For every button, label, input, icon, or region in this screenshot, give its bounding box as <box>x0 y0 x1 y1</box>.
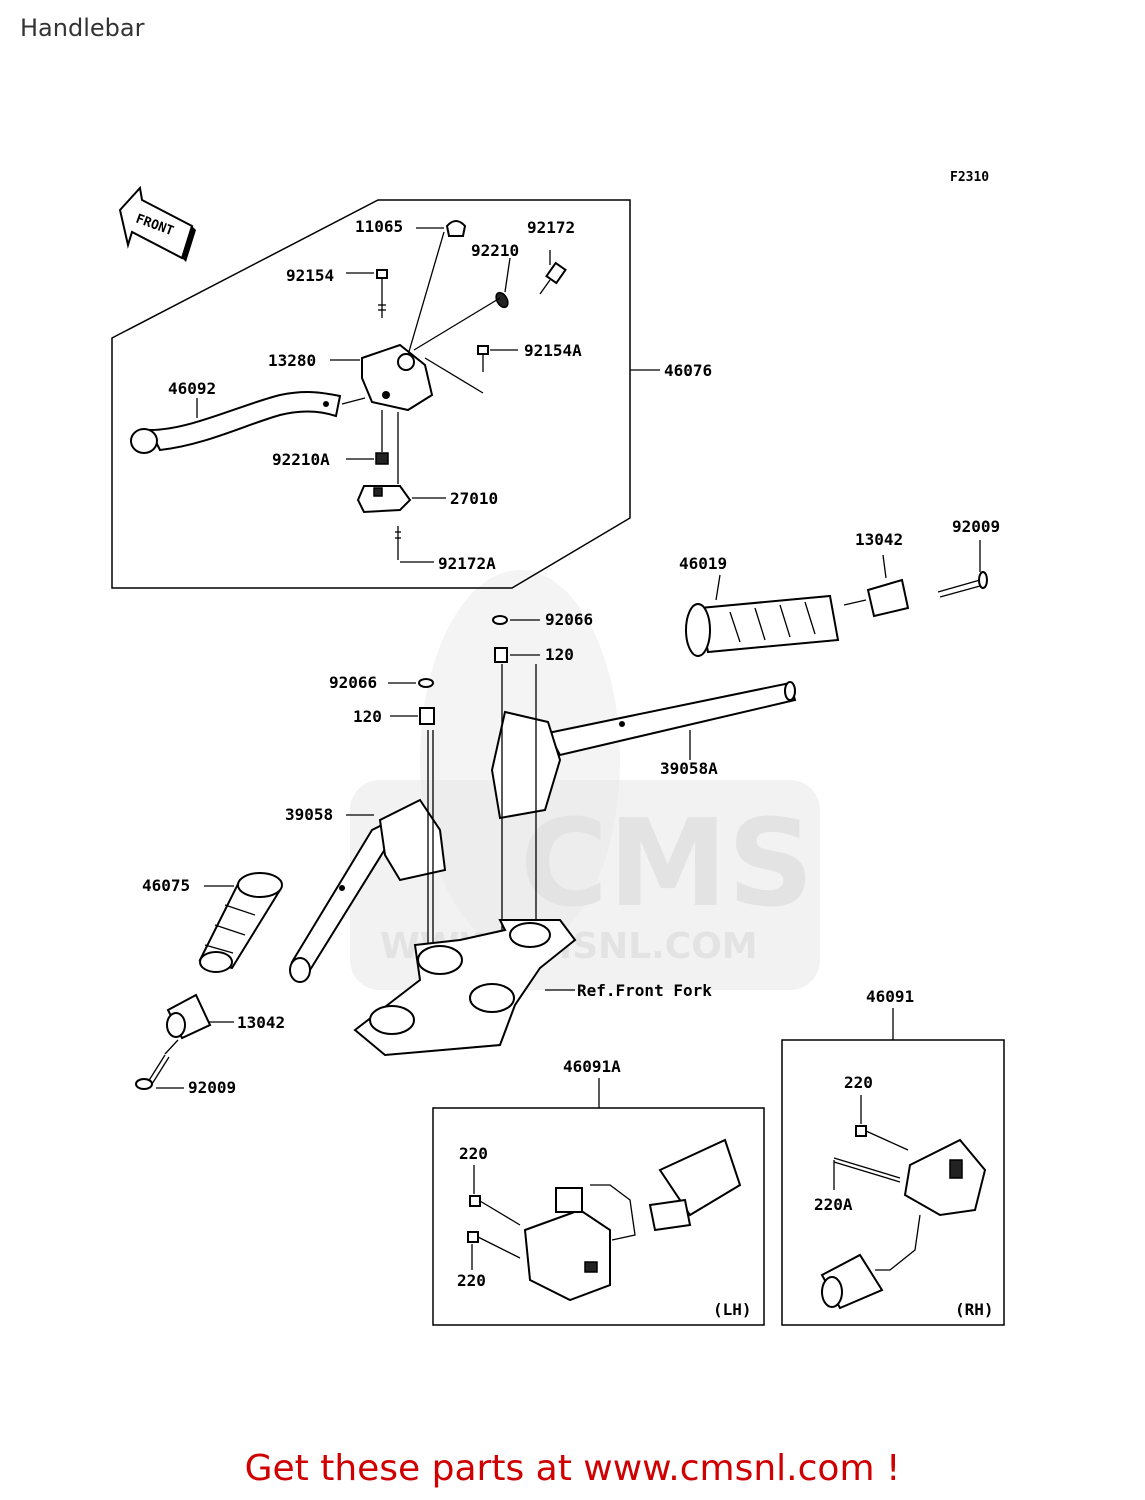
callout-92009-bottom: 92009 <box>188 1078 236 1097</box>
figure-code: F2310 <box>950 170 989 185</box>
lever-assembly-box <box>111 199 631 589</box>
callout-120-b: 120 <box>353 707 382 726</box>
nut-92210A <box>375 452 389 465</box>
callout-220-rh: 220 <box>844 1073 873 1092</box>
cap-11065 <box>445 220 467 237</box>
callout-46075: 46075 <box>142 876 190 895</box>
callout-46019: 46019 <box>679 554 727 573</box>
bolt-120-a <box>494 647 508 663</box>
rh-screw-220A <box>833 1157 901 1183</box>
bolt-92009-bottom <box>135 1054 170 1090</box>
page-title: Handlebar <box>20 14 145 42</box>
lh-switch <box>523 1138 742 1302</box>
label-lh: (LH) <box>713 1300 752 1319</box>
callout-220-lh-b: 220 <box>457 1271 486 1290</box>
handlebar-right <box>490 681 797 820</box>
callout-46091: 46091 <box>866 987 914 1006</box>
callout-92172A: 92172A <box>438 554 496 573</box>
rh-screw <box>855 1125 909 1151</box>
washer-92066-b <box>418 678 434 688</box>
bolt-92009-top <box>937 571 988 598</box>
lh-screw-b <box>467 1231 521 1259</box>
callout-220A: 220A <box>814 1195 853 1214</box>
callout-120-a: 120 <box>545 645 574 664</box>
label-rh: (RH) <box>955 1300 994 1319</box>
screw-92172 <box>539 261 567 295</box>
handlebar-left <box>289 798 447 983</box>
screw-92172A <box>395 526 401 560</box>
triple-clamp <box>353 919 577 1057</box>
lever-holder <box>361 343 434 412</box>
callout-92009-top: 92009 <box>952 517 1000 536</box>
bolt-120-b <box>419 707 435 725</box>
washer-92066-a <box>492 615 508 625</box>
grip-left <box>198 872 283 973</box>
bar-end-left <box>166 993 212 1040</box>
callout-39058A: 39058A <box>660 759 718 778</box>
callout-13042-bottom: 13042 <box>237 1013 285 1032</box>
callout-220-lh-a: 220 <box>459 1144 488 1163</box>
rh-switch <box>820 1138 987 1310</box>
washer-92210 <box>495 291 509 309</box>
grip-right <box>685 594 840 657</box>
lh-switch-box <box>432 1107 765 1326</box>
callout-11065: 11065 <box>355 217 403 236</box>
callout-92066-b: 92066 <box>329 673 377 692</box>
callout-92210A: 92210A <box>272 450 330 469</box>
callout-92172: 92172 <box>527 218 575 237</box>
switch-27010 <box>356 485 412 514</box>
callout-46092: 46092 <box>168 379 216 398</box>
callout-46076: 46076 <box>664 361 712 380</box>
clutch-lever <box>130 391 342 454</box>
callout-39058: 39058 <box>285 805 333 824</box>
front-arrow-icon: FRONT <box>118 185 196 262</box>
callout-13280: 13280 <box>268 351 316 370</box>
callout-ref-front-fork: Ref.Front Fork <box>577 981 712 1000</box>
bolt-92154 <box>376 269 388 318</box>
callout-46091A: 46091A <box>563 1057 621 1076</box>
bar-end-right <box>866 578 910 618</box>
callout-92154: 92154 <box>286 266 334 285</box>
callout-92210: 92210 <box>471 241 519 260</box>
callout-27010: 27010 <box>450 489 498 508</box>
bolt-92154A <box>477 345 489 372</box>
callout-13042-top: 13042 <box>855 530 903 549</box>
callout-92066-a: 92066 <box>545 610 593 629</box>
lh-screw-a <box>469 1195 521 1226</box>
watermark-brand: CMS <box>520 795 814 934</box>
footer-link[interactable]: Get these parts at www.cmsnl.com ! <box>244 1448 901 1489</box>
callout-92154A: 92154A <box>524 341 582 360</box>
